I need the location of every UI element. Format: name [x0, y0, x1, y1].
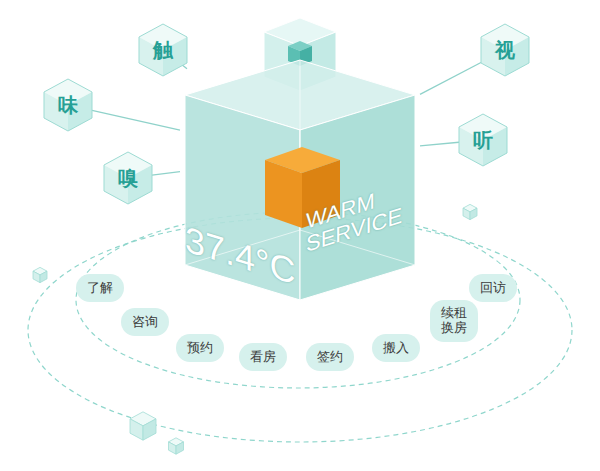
- step-label: 了解: [87, 281, 113, 296]
- deco-cube-face: [143, 419, 156, 440]
- sense-cube: 触: [139, 24, 187, 76]
- sense-cube: 听: [459, 114, 507, 166]
- step-label: 续租 换房: [441, 306, 467, 336]
- step-pill: 续租 换房: [430, 300, 478, 342]
- sense-cube: 视: [481, 24, 529, 76]
- deco-cube-face: [463, 208, 470, 219]
- deco-cube-face: [169, 442, 177, 454]
- deco-cube-face: [40, 271, 47, 282]
- step-pill: 看房: [239, 343, 287, 371]
- step-pill: 签约: [306, 343, 354, 371]
- sense-label: 味: [44, 79, 92, 131]
- connector-line: [420, 142, 459, 146]
- connector-line: [420, 63, 481, 95]
- step-label: 回访: [480, 281, 506, 296]
- step-pill: 搬入: [372, 334, 420, 362]
- sense-label: 嗅: [104, 152, 152, 204]
- deco-cube-face: [130, 419, 143, 440]
- step-label: 预约: [187, 341, 213, 356]
- step-label: 搬入: [383, 341, 409, 356]
- deco-cube-face: [470, 208, 477, 219]
- sense-label: 听: [459, 114, 507, 166]
- deco-cube-face: [33, 271, 40, 282]
- sense-cube: 味: [44, 79, 92, 131]
- sense-label: 视: [481, 24, 529, 76]
- step-label: 咨询: [132, 315, 158, 330]
- sense-cube: 嗅: [104, 152, 152, 204]
- step-pill: 了解: [76, 274, 124, 302]
- connector-line: [92, 110, 180, 130]
- sense-label: 触: [139, 24, 187, 76]
- step-pill: 咨询: [121, 308, 169, 336]
- deco-cube-face: [176, 442, 184, 454]
- step-pill: 预约: [176, 334, 224, 362]
- connector-line: [152, 172, 180, 175]
- step-label: 签约: [317, 350, 343, 365]
- step-pill: 回访: [469, 274, 517, 302]
- central-cube: 37.4°CWARM SERVICE: [180, 10, 420, 305]
- step-label: 看房: [250, 350, 276, 365]
